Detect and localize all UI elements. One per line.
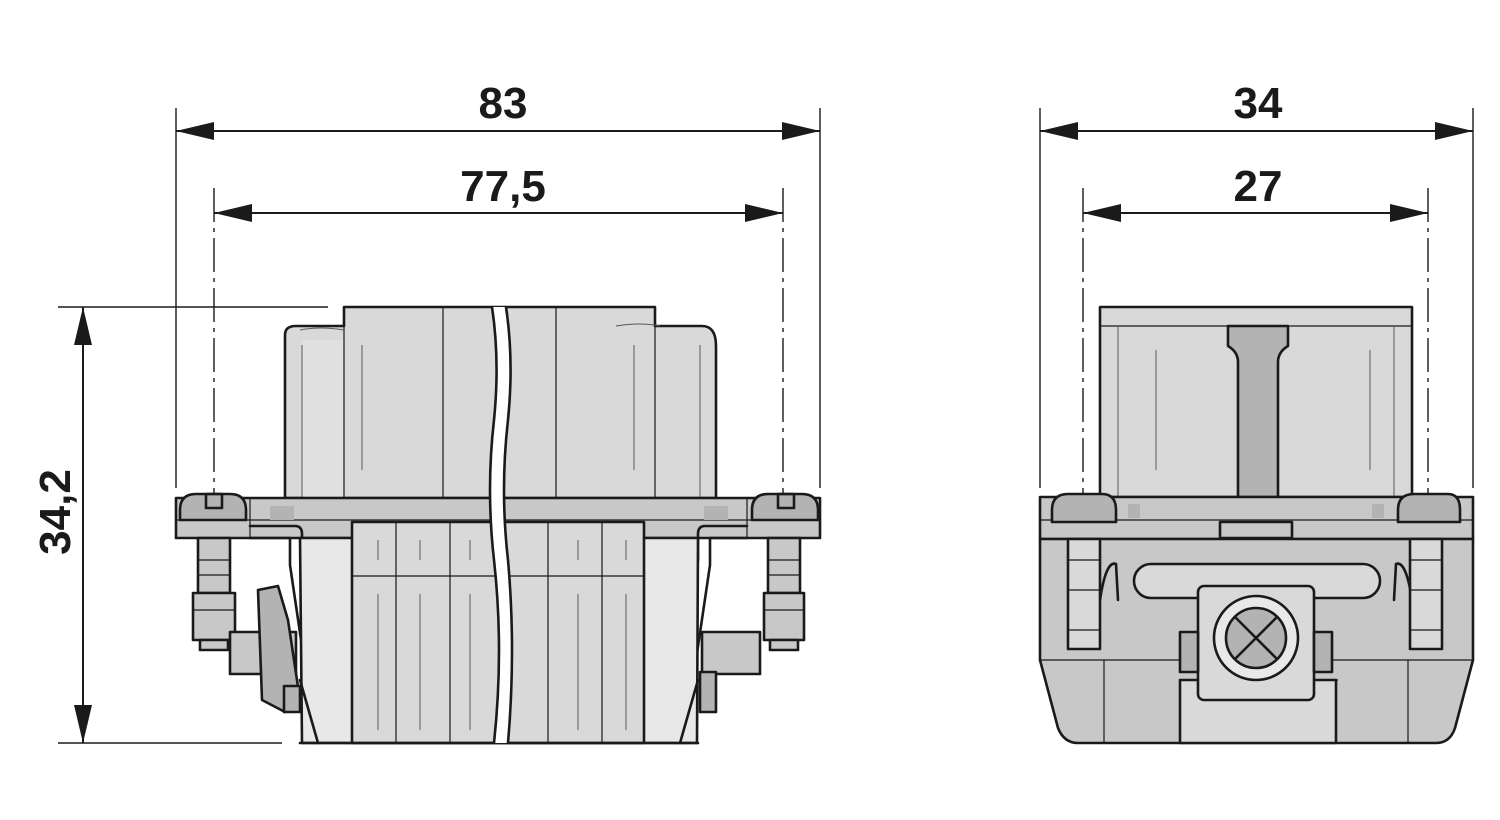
dimension-label-83: 83: [479, 79, 528, 128]
front-view-dimensions: 83 77,5 34,2: [31, 79, 821, 744]
dimension-27: 27: [1083, 162, 1428, 222]
dimension-34-2: 34,2: [31, 306, 328, 744]
dimension-83: 83: [176, 79, 820, 140]
dimension-label-34-2: 34,2: [31, 469, 80, 555]
dimension-label-27: 27: [1234, 162, 1283, 211]
front-view-connector: [174, 305, 822, 745]
dimension-label-77-5: 77,5: [460, 162, 546, 211]
dimension-34: 34: [1040, 79, 1473, 140]
dimension-label-34: 34: [1234, 79, 1283, 128]
side-view-connector: [1038, 305, 1475, 745]
side-view-dimensions: 34 27: [1039, 79, 1474, 500]
clamp-screw: [1178, 584, 1334, 702]
right-mounting-screw: [750, 492, 820, 652]
dimension-77-5: 77,5: [214, 162, 783, 222]
left-mounting-screw: [178, 492, 248, 652]
